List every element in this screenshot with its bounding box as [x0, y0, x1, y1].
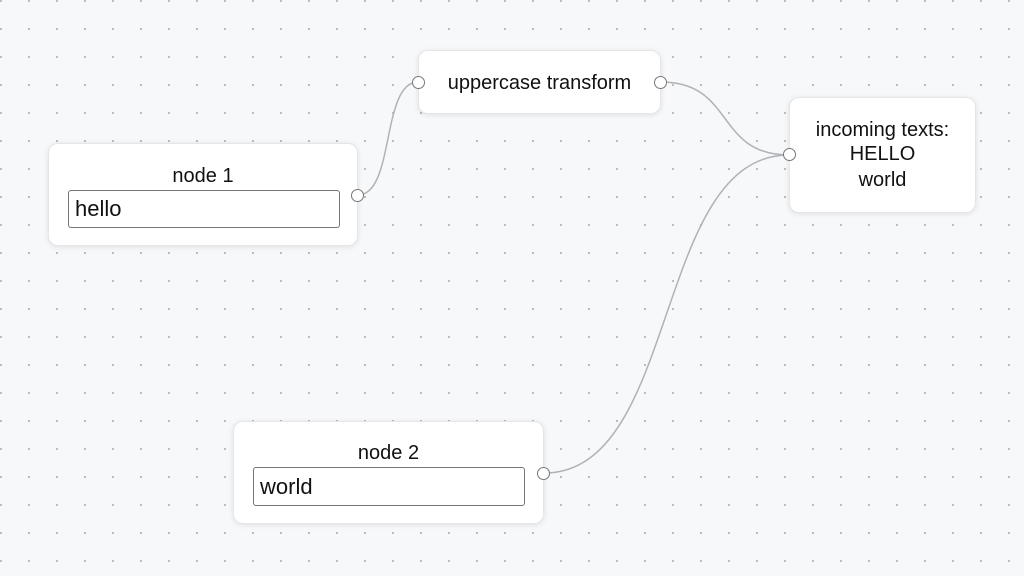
- node-1-source-handle[interactable]: [351, 189, 364, 202]
- uppercase-target-handle[interactable]: [412, 76, 425, 89]
- edge-node2-to-result[interactable]: [543, 154, 790, 474]
- edge-node1-to-uppercase[interactable]: [357, 81, 419, 196]
- uppercase-transform-title: uppercase transform: [447, 72, 632, 94]
- node-1[interactable]: node 1: [48, 143, 364, 246]
- result-target-handle[interactable]: [783, 148, 796, 161]
- node-2-text-input[interactable]: [253, 467, 525, 506]
- node-1-title: node 1: [172, 165, 234, 187]
- result-line: HELLO: [849, 143, 916, 165]
- uppercase-source-handle[interactable]: [654, 76, 667, 89]
- result-title: incoming texts:: [815, 119, 950, 141]
- result-line: world: [858, 169, 907, 191]
- uppercase-transform-node[interactable]: uppercase transform: [412, 50, 667, 114]
- edge-uppercase-to-result[interactable]: [660, 81, 790, 156]
- node-1-text-input[interactable]: [68, 190, 340, 228]
- node-2-title: node 2: [357, 442, 420, 464]
- node-2-source-handle[interactable]: [537, 467, 550, 480]
- node-2[interactable]: node 2: [233, 421, 550, 524]
- result-node[interactable]: incoming texts: HELLO world: [783, 97, 976, 213]
